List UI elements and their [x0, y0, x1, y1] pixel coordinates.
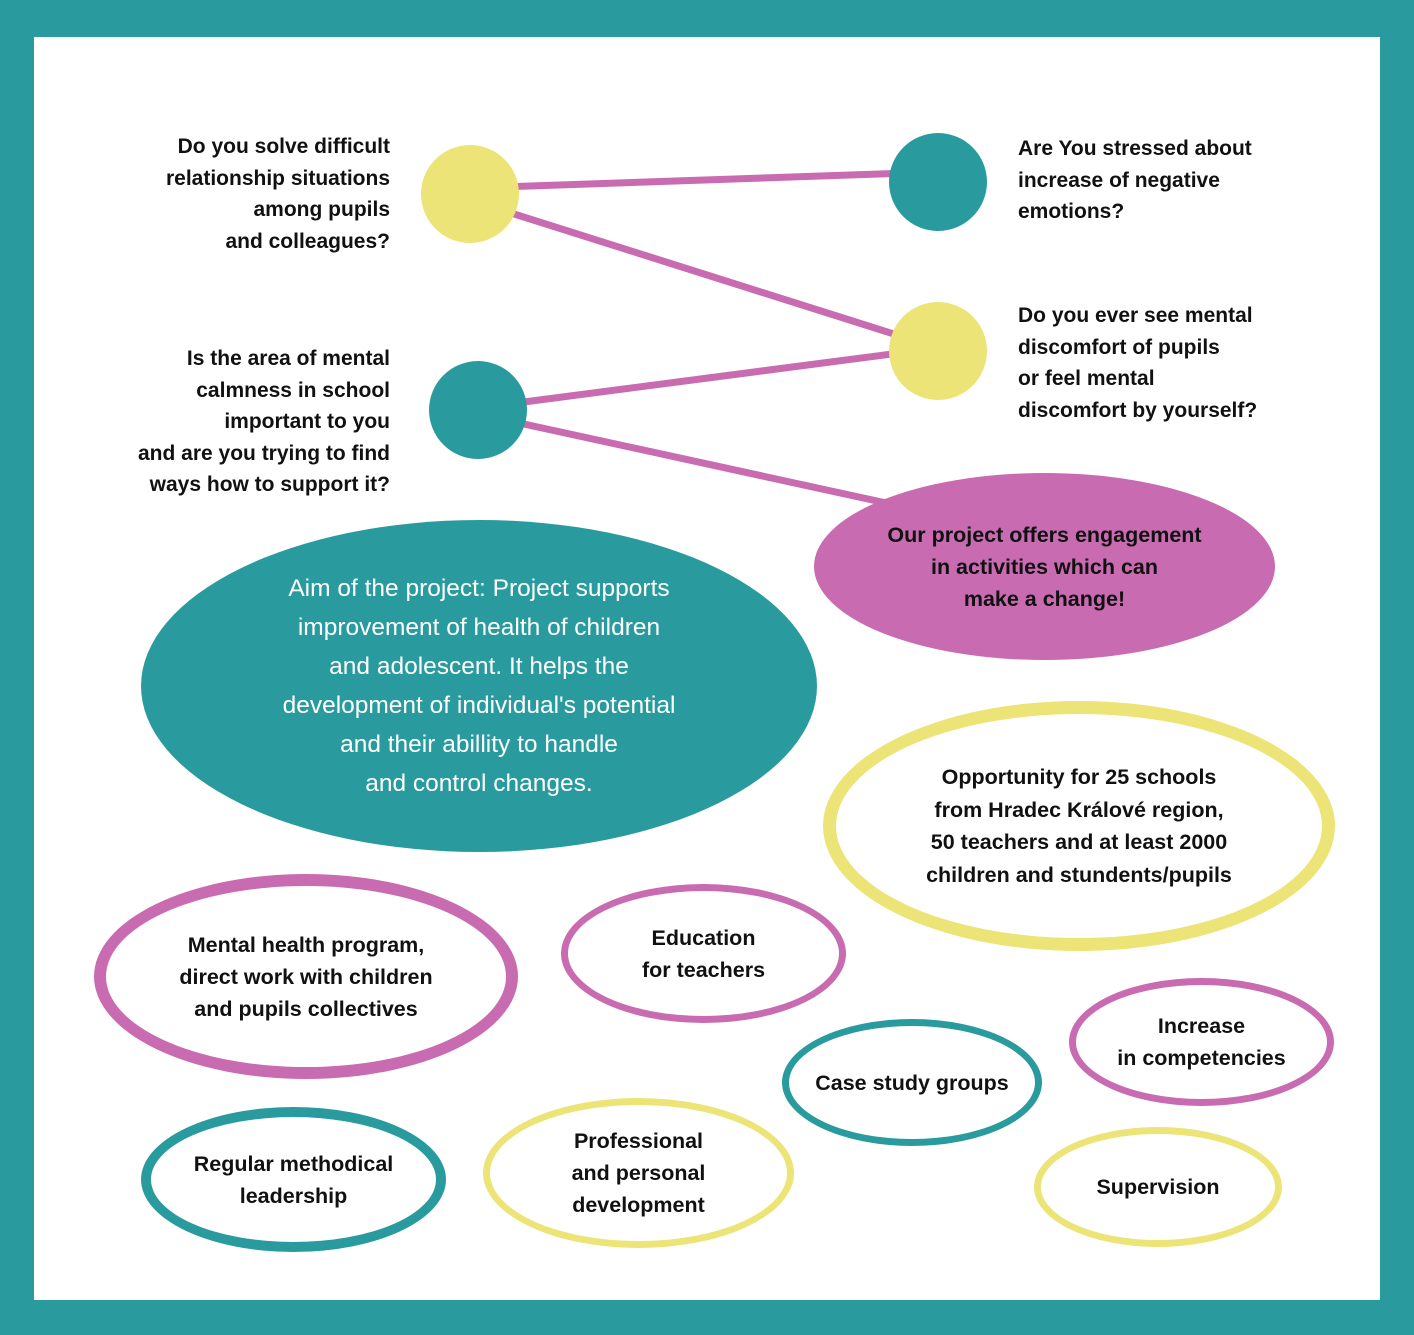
question-dot-yellow [421, 145, 519, 243]
connector-line [477, 410, 901, 510]
question-dot-teal [429, 361, 527, 459]
question-mental-calmness: Is the area of mental calmness in school… [137, 347, 390, 496]
connector-line [469, 168, 939, 192]
question-dot-teal [889, 133, 987, 231]
methodical-leadership-text: Regular methodical leadership [193, 1151, 394, 1208]
education-teachers-bubble: Education for teachers [561, 884, 846, 1023]
question-mental-discomfort: Do you ever see mental discomfort of pup… [1018, 304, 1258, 422]
opportunity-text: Opportunity for 25 schools from Hradec K… [926, 765, 1232, 887]
connector-line [477, 344, 939, 412]
professional-development-bubble: Professional and personal development [483, 1098, 794, 1248]
education-teachers-text: Education for teachers [641, 925, 766, 982]
offer-text: Our project offers engagement in activit… [887, 522, 1202, 611]
opportunity-bubble: Opportunity for 25 schools from Hradec K… [823, 701, 1335, 951]
mental-health-program-text: Mental health program, direct work with … [179, 932, 433, 1021]
connector-line [468, 196, 940, 352]
question-stress: Are You stressed about increase of negat… [1018, 137, 1252, 223]
case-study-groups-bubble: Case study groups [782, 1019, 1042, 1146]
supervision-text: Supervision [1096, 1175, 1220, 1199]
aim-bubble: Aim of the project: Project supports imp… [141, 520, 817, 852]
aim-text: Aim of the project: Project supports imp… [282, 575, 676, 797]
professional-development-text: Professional and personal development [571, 1129, 706, 1217]
competencies-text: Increase in competencies [1117, 1014, 1286, 1070]
mental-health-program-bubble: Mental health program, direct work with … [94, 874, 518, 1079]
methodical-leadership-bubble: Regular methodical leadership [141, 1107, 446, 1252]
question-relationships: Do you solve difficult relationship situ… [165, 135, 390, 253]
question-dot-yellow [889, 302, 987, 400]
offer-bubble: Our project offers engagement in activit… [814, 473, 1275, 660]
competencies-bubble: Increase in competencies [1069, 978, 1334, 1106]
case-study-groups-text: Case study groups [815, 1070, 1009, 1095]
supervision-bubble: Supervision [1034, 1127, 1282, 1247]
